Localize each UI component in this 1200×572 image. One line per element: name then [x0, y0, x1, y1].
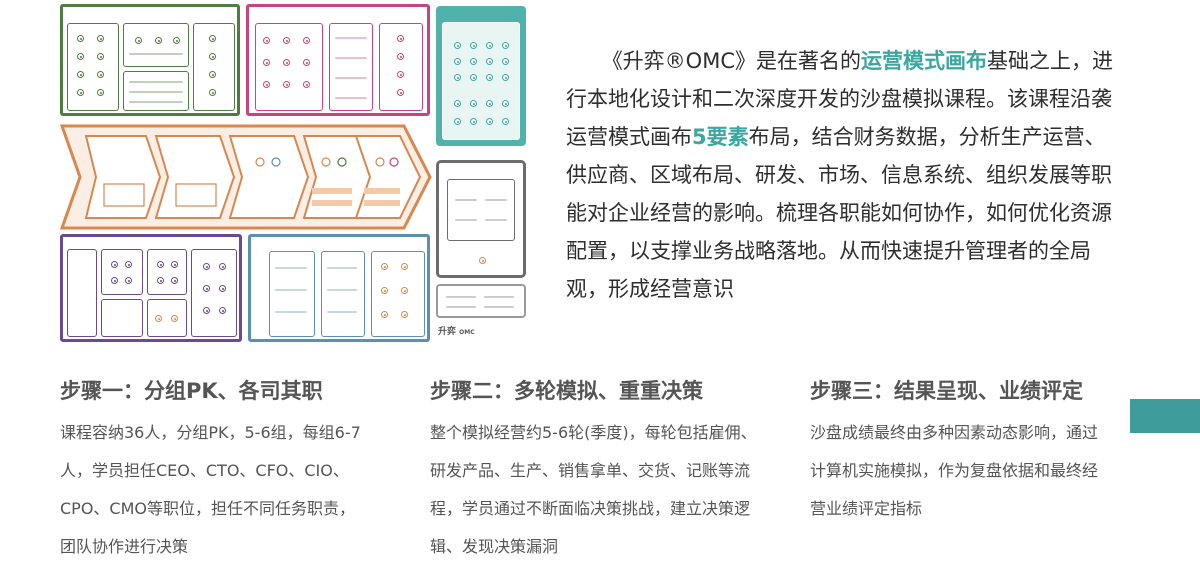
step-two: 步骤二：多轮模拟、重重决策 整个模拟经营约5-6轮(季度)，每轮包括雇佣、研发产…: [430, 376, 758, 566]
board-zone-orange: [60, 124, 432, 230]
accent-bar: [1130, 399, 1200, 433]
sandbox-board-image: 升弈 OMC: [60, 4, 532, 342]
step-one: 步骤一：分组PK、各司其职 课程容纳36人，分组PK，5-6组，每组6-7人，学…: [60, 376, 370, 566]
step-two-title: 步骤二：多轮模拟、重重决策: [430, 379, 703, 403]
board-zone-gray-small: [436, 284, 526, 318]
board-zone-pink: [246, 4, 430, 116]
step-three-title: 步骤三：结果呈现、业绩评定: [810, 379, 1083, 403]
intro-paragraph: 《升弈®OMC》是在著名的运营模式画布基础之上，进行本地化设计和二次深度开发的沙…: [566, 42, 1120, 308]
step-one-body: 课程容纳36人，分组PK，5-6组，每组6-7人，学员担任CEO、CTO、CFO…: [60, 423, 361, 556]
step-two-body: 整个模拟经营约5-6轮(季度)，每轮包括雇佣、研发产品、生产、销售拿单、交货、记…: [430, 423, 757, 556]
intro-highlight-elements: 5要素: [692, 125, 749, 149]
board-zone-green: [60, 4, 240, 116]
board-logo-sub: OMC: [459, 329, 475, 336]
step-three: 步骤三：结果呈现、业绩评定 沙盘成绩最终由多种因素动态影响，通过计算机实施模拟，…: [810, 376, 1110, 528]
board-zone-blue: [248, 234, 430, 342]
intro-highlight-canvas: 运营模式画布: [861, 49, 987, 73]
board-zone-teal: [436, 6, 526, 146]
intro-text-3: 布局，结合财务数据，分析生产运营、供应商、区域布局、研发、市场、信息系统、组织发…: [566, 125, 1112, 301]
intro-text-1: 《升弈®OMC》是在著名的: [601, 49, 861, 73]
board-zone-gray: [436, 160, 526, 278]
intro-text-2: 基础之上，进行本地化设计和二次深度开发的沙盘模拟课程。该课程沿袭运营模式画布: [566, 49, 1113, 149]
step-one-title: 步骤一：分组PK、各司其职: [60, 379, 323, 403]
step-three-body: 沙盘成绩最终由多种因素动态影响，通过计算机实施模拟，作为复盘依据和最终经营业绩评…: [810, 423, 1099, 518]
board-zone-purple: [60, 234, 242, 342]
board-logo: 升弈 OMC: [438, 324, 475, 337]
board-logo-text: 升弈: [438, 327, 457, 337]
